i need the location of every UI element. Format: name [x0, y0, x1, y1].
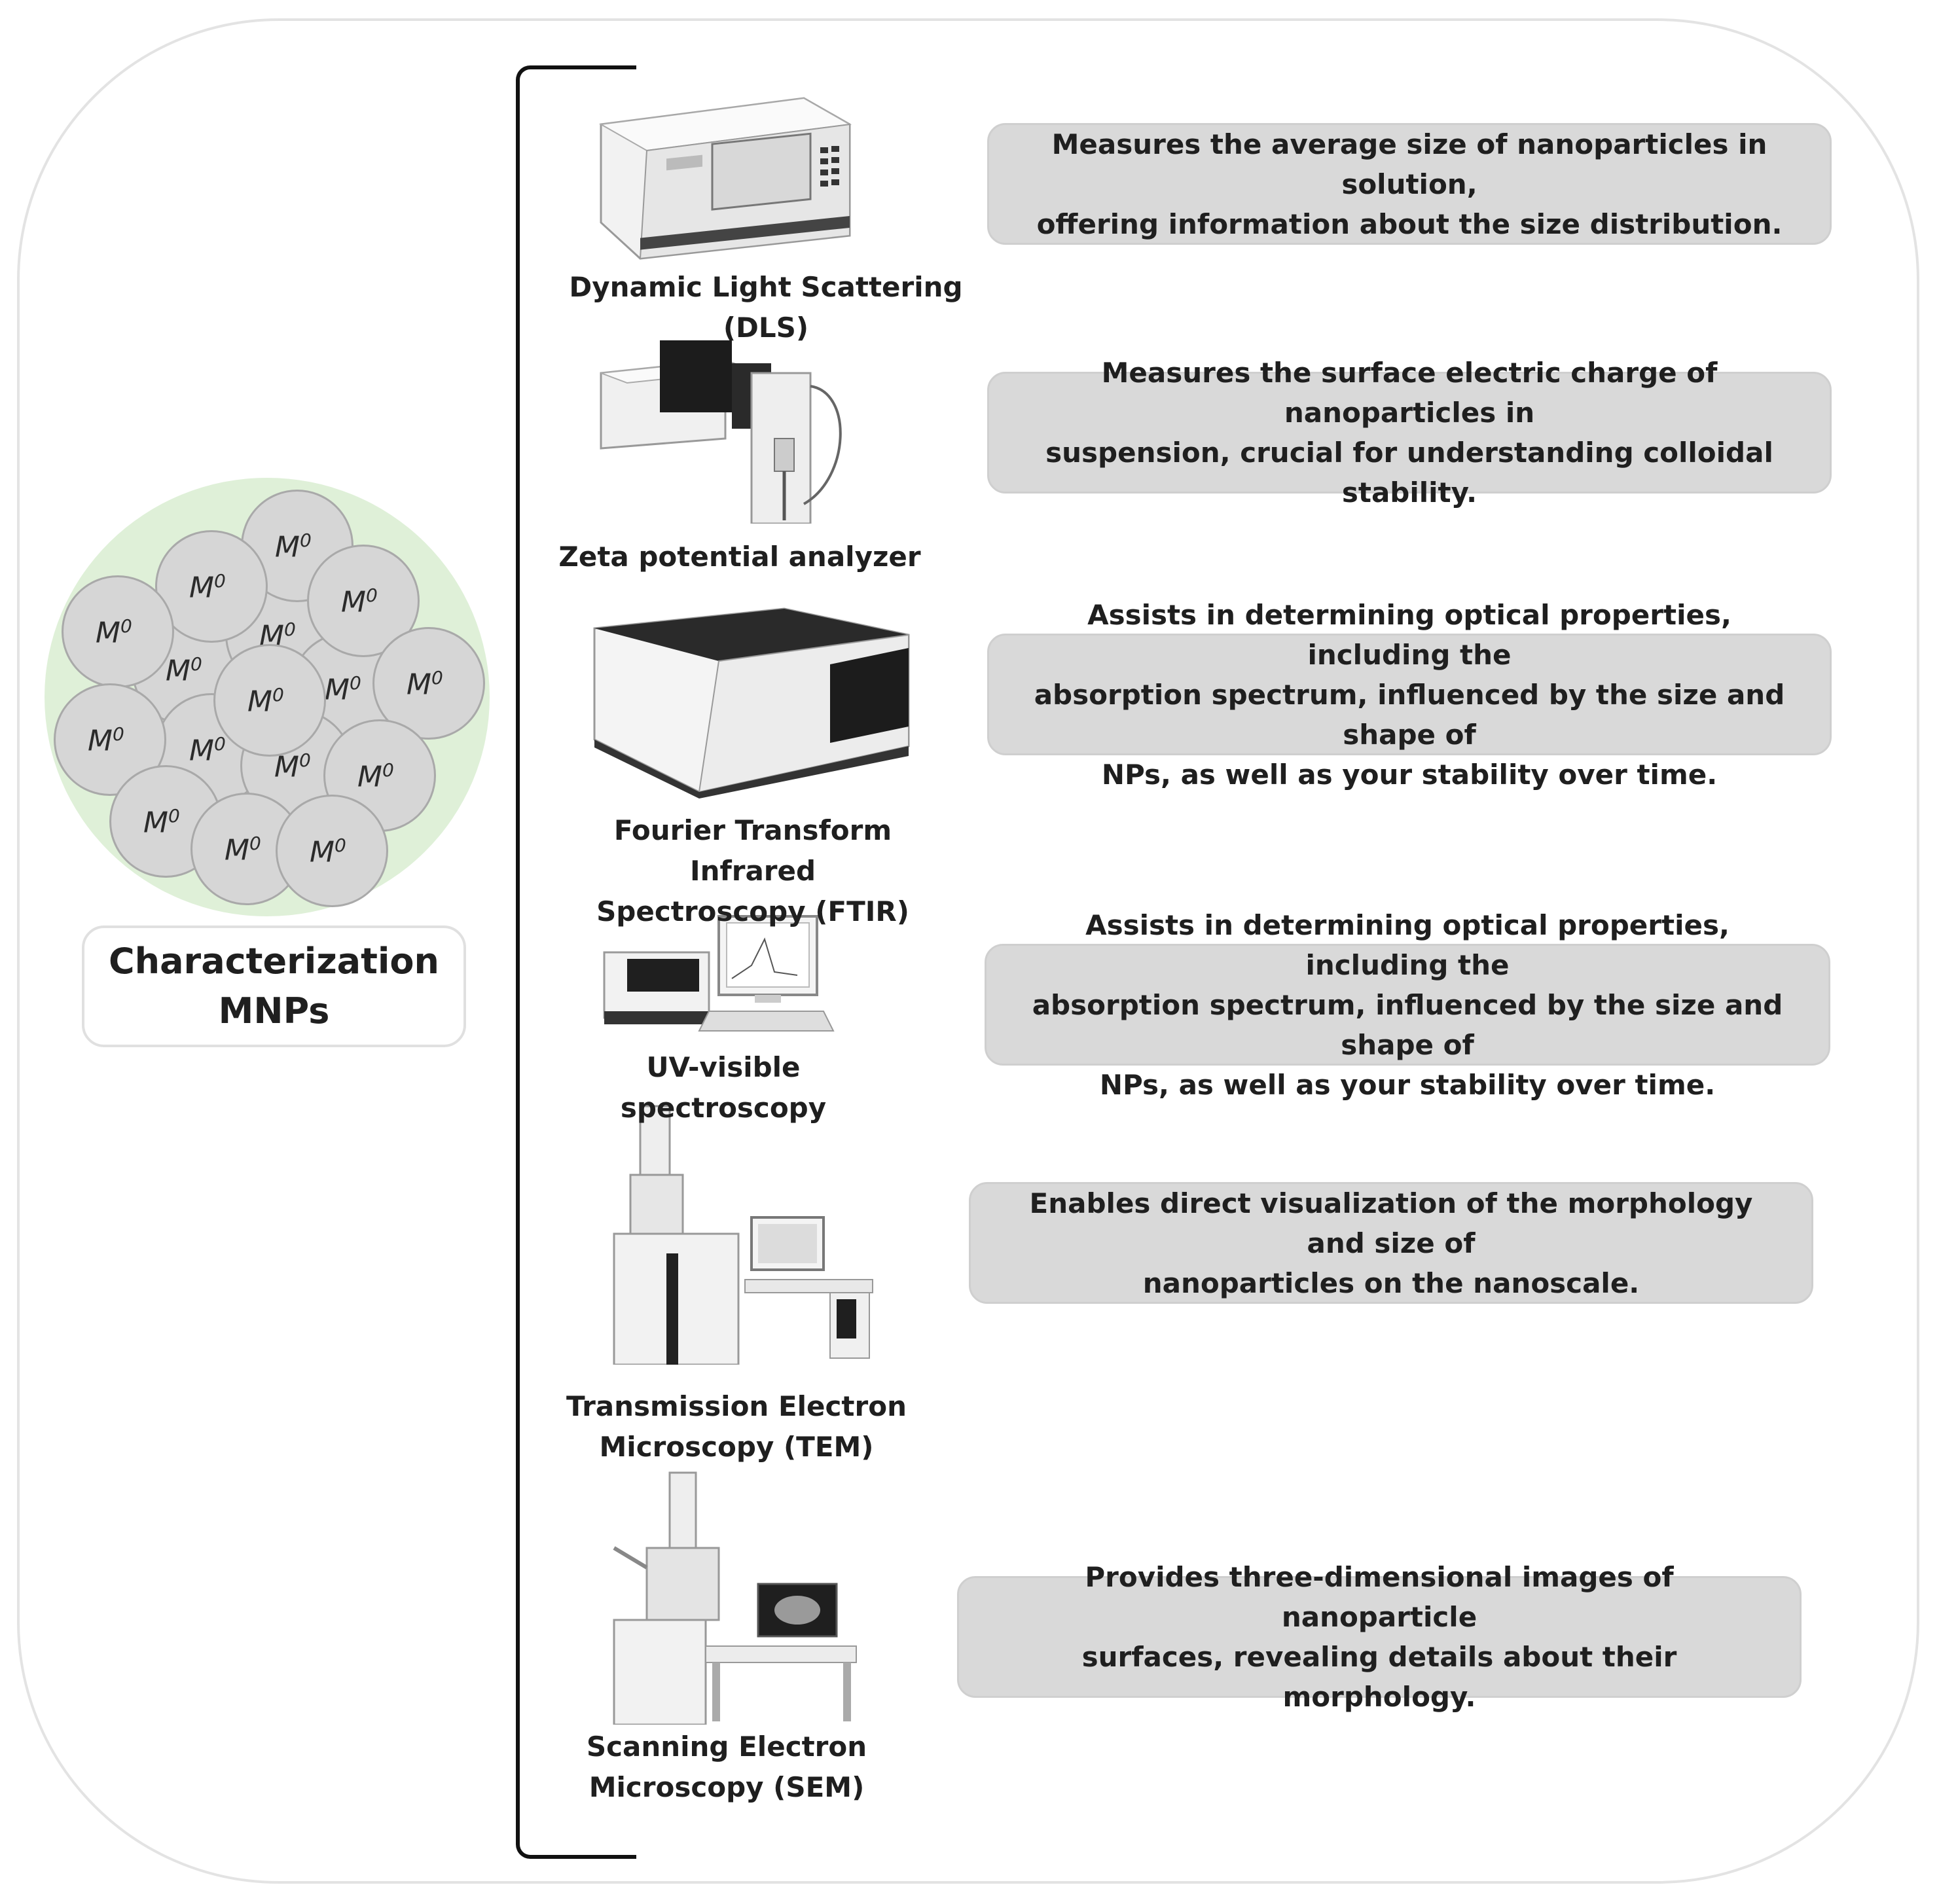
ftir-instrument-icon — [593, 607, 910, 799]
description-box-sem: Provides three-dimensional images of nan… — [957, 1561, 1802, 1713]
nanoparticle-label: M0 — [407, 667, 443, 702]
description-text-tem: Enables direct visualization of the morp… — [1029, 1187, 1753, 1299]
description-text-uv-vis: Assists in determining optical propertie… — [1032, 908, 1783, 1101]
nanoparticle — [62, 575, 174, 688]
technique-label-uv-vis: UV-visible spectroscopy — [620, 1051, 827, 1124]
bracket — [516, 65, 636, 1859]
description-box-uv-vis: Assists in determining optical propertie… — [985, 909, 1830, 1101]
zeta-analyzer-icon — [600, 340, 842, 524]
description-text-dls: Measures the average size of nanoparticl… — [1036, 128, 1783, 240]
nanoparticle-label: M0 — [96, 615, 132, 650]
technique-label-dls: Dynamic Light Scattering (DLS) — [569, 271, 963, 344]
nanoparticle-label: M0 — [189, 570, 226, 605]
description-text-sem: Provides three-dimensional images of nan… — [1081, 1561, 1677, 1713]
description-text-ftir: Assists in determining optical propertie… — [1034, 598, 1785, 791]
nanoparticle-label: M0 — [189, 733, 226, 768]
sem-microscope-icon — [613, 1471, 857, 1725]
nanoparticle-label: M0 — [341, 584, 378, 619]
nanoparticle-label: M0 — [274, 749, 311, 784]
description-box-tem: Enables direct visualization of the morp… — [969, 1182, 1813, 1304]
dls-instrument-icon — [598, 97, 852, 260]
nanoparticle-label: M0 — [247, 684, 284, 719]
nanoparticle-label: M0 — [88, 723, 124, 758]
technique-label-zeta: Zeta potential analyzer — [558, 541, 921, 573]
nanoparticle-label: M0 — [325, 672, 361, 707]
nanoparticle — [213, 644, 326, 757]
description-box-zeta: Measures the surface electric charge of … — [987, 357, 1832, 509]
nanoparticle — [241, 490, 353, 602]
nanoparticle-label: M0 — [357, 759, 394, 794]
nanoparticle-label: M0 — [225, 833, 261, 867]
description-text-zeta: Measures the surface electric charge of … — [1045, 357, 1773, 509]
nanoparticle-label: M0 — [310, 835, 346, 869]
uv-vis-instrument-icon — [603, 915, 835, 1032]
nanoparticle — [155, 530, 268, 643]
nanoparticle-label: M0 — [275, 530, 312, 564]
nanoparticle — [276, 795, 388, 907]
title-box: Characterization MNPs — [82, 925, 466, 1047]
description-box-ftir: Assists in determining optical propertie… — [987, 599, 1832, 791]
nanoparticle-label: M0 — [166, 653, 202, 688]
technique-label-sem: Scanning Electron Microscopy (SEM) — [586, 1731, 867, 1803]
tem-microscope-icon — [613, 1105, 873, 1365]
technique-label-ftir: Fourier Transform Infrared Spectroscopy … — [596, 814, 909, 927]
technique-label-tem: Transmission Electron Microscopy (TEM) — [566, 1390, 907, 1463]
description-box-dls: Measures the average size of nanoparticl… — [987, 123, 1832, 245]
title-text: Characterization MNPs — [109, 941, 439, 1032]
nanoparticle-label: M0 — [143, 805, 180, 840]
